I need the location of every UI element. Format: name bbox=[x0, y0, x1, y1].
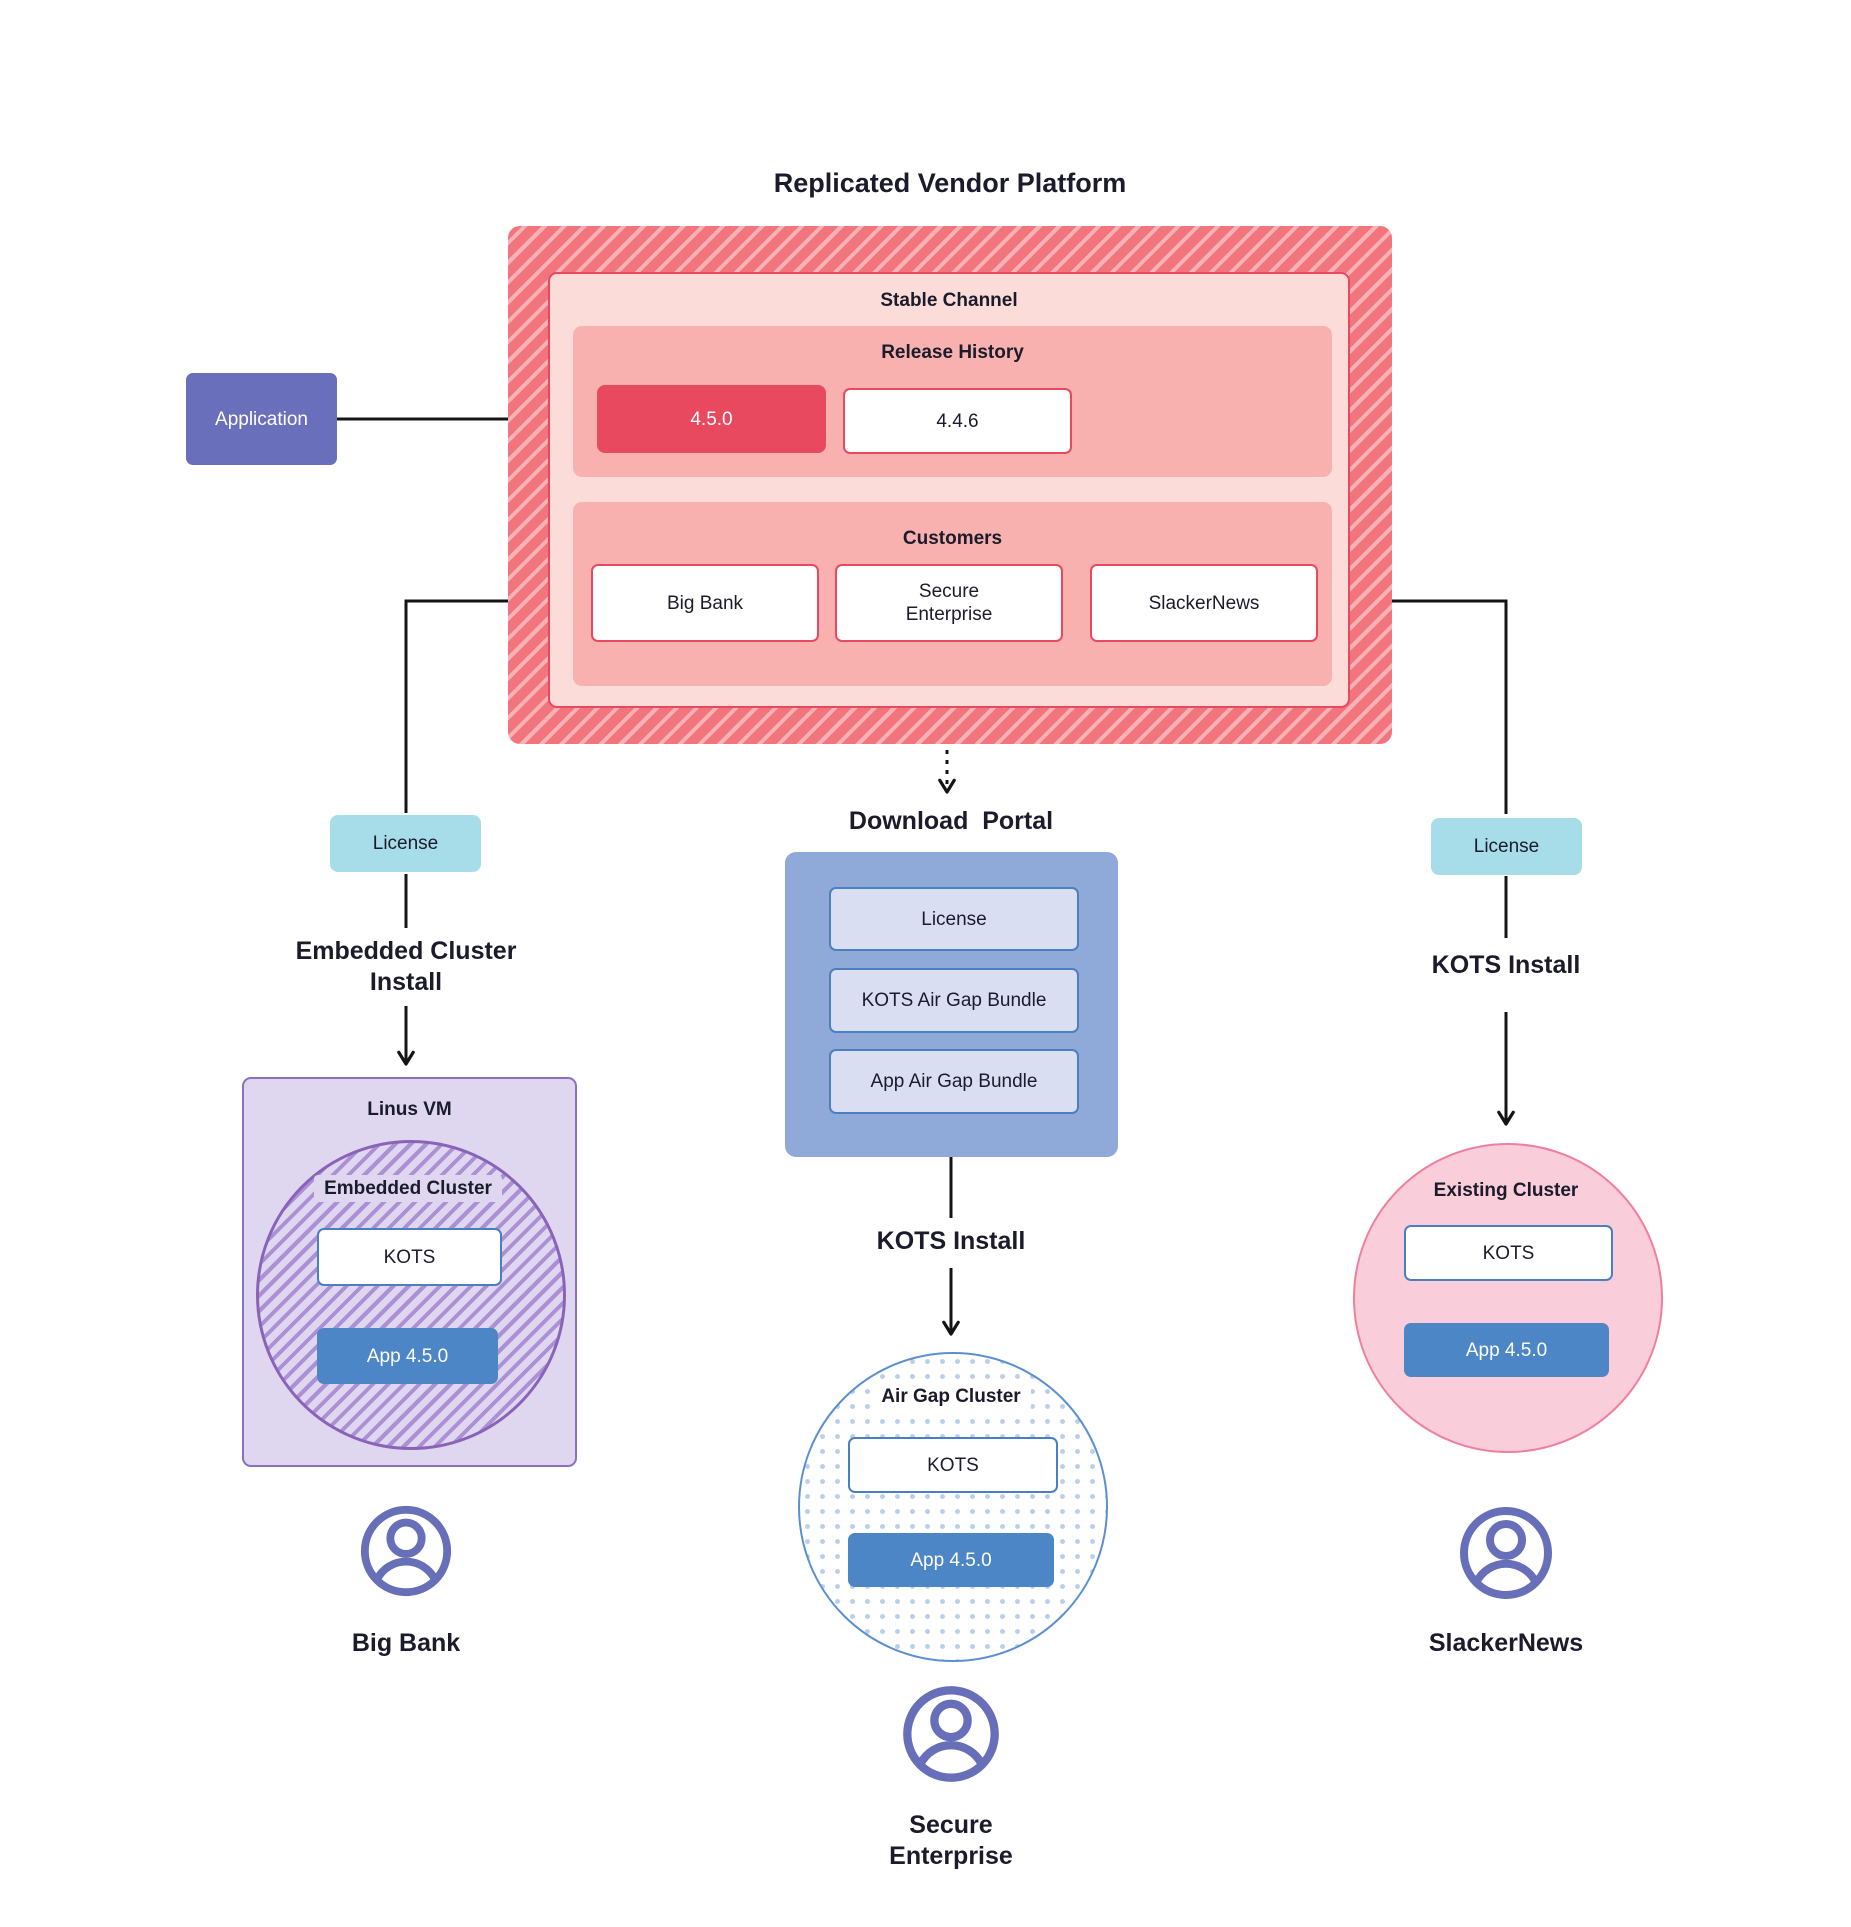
kots-box-airgap: KOTS bbox=[848, 1437, 1058, 1493]
kots-install-label-right: KOTS Install bbox=[1431, 951, 1581, 979]
release-4-5-0: 4.5.0 bbox=[597, 385, 826, 453]
airgap-cluster-title-text: Air Gap Cluster bbox=[871, 1383, 1031, 1410]
download-portal-title: Download Portal bbox=[848, 807, 1054, 835]
license-box-left: License bbox=[330, 815, 481, 872]
airgap-cluster-title: Air Gap Cluster bbox=[798, 1383, 1104, 1410]
release-4-4-6: 4.4.6 bbox=[843, 388, 1072, 454]
big-bank-user-icon bbox=[357, 1502, 455, 1600]
portal-item-app-bundle: App Air Gap Bundle bbox=[829, 1049, 1079, 1114]
secure-enterprise-user-icon bbox=[899, 1682, 1003, 1786]
existing-cluster-circle bbox=[1353, 1143, 1663, 1453]
kots-install-label-center: KOTS Install bbox=[876, 1227, 1026, 1255]
portal-item-license: License bbox=[829, 887, 1079, 951]
app-box-airgap: App 4.5.0 bbox=[848, 1533, 1054, 1587]
existing-cluster-title-text: Existing Cluster bbox=[1433, 1180, 1579, 1201]
portal-item-kots-bundle: KOTS Air Gap Bundle bbox=[829, 968, 1079, 1033]
app-box-embedded: App 4.5.0 bbox=[317, 1328, 498, 1384]
customer-big-bank: Big Bank bbox=[591, 564, 819, 642]
diagram-title: Replicated Vendor Platform bbox=[773, 168, 1127, 198]
customers-label: Customers bbox=[902, 528, 1003, 549]
existing-cluster-title: Existing Cluster bbox=[1353, 1180, 1659, 1202]
stable-channel-label: Stable Channel bbox=[880, 290, 1018, 311]
customer-secure-enterprise: Secure Enterprise bbox=[835, 564, 1063, 642]
app-box-existing: App 4.5.0 bbox=[1404, 1323, 1609, 1377]
big-bank-user-label: Big Bank bbox=[351, 1629, 461, 1657]
kots-box-embedded: KOTS bbox=[317, 1228, 502, 1286]
linus-vm-label: Linus VM bbox=[367, 1099, 452, 1120]
customer-slackernews: SlackerNews bbox=[1090, 564, 1318, 642]
embedded-cluster-install-label: Embedded Cluster Install bbox=[295, 937, 517, 996]
embedded-cluster-title-text: Embedded Cluster bbox=[314, 1175, 502, 1202]
embedded-cluster-circle bbox=[256, 1140, 566, 1450]
application-box: Application bbox=[186, 373, 337, 465]
license-box-right: License bbox=[1431, 818, 1582, 875]
slackernews-user-label: SlackerNews bbox=[1428, 1629, 1584, 1657]
kots-box-existing: KOTS bbox=[1404, 1225, 1613, 1281]
release-history-label: Release History bbox=[881, 342, 1024, 363]
secure-enterprise-user-label: Secure Enterprise bbox=[889, 1811, 1013, 1870]
slackernews-user-icon bbox=[1456, 1503, 1556, 1603]
embedded-cluster-title: Embedded Cluster bbox=[256, 1175, 560, 1202]
